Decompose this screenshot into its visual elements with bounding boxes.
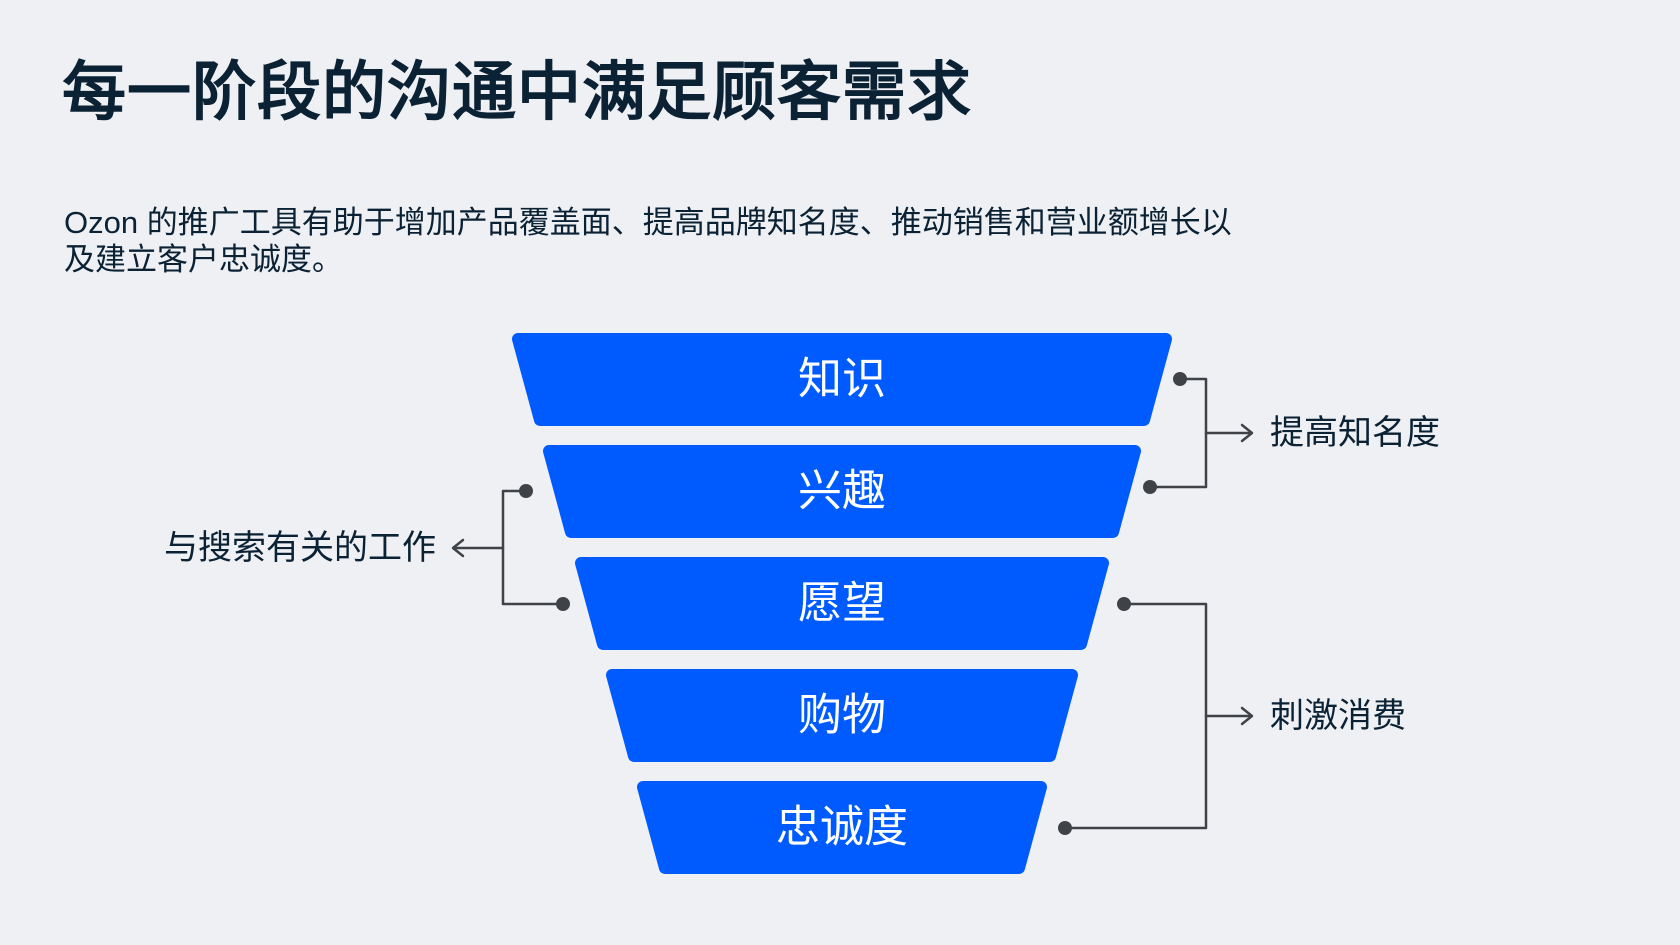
funnel-label-desire: 愿望 — [798, 579, 886, 628]
right-bottom-bracket-dot-bottom — [1058, 821, 1072, 835]
left-bracket-dot-top — [519, 484, 533, 498]
right-bottom-arrowhead-icon — [1240, 706, 1254, 726]
funnel-level-loyalty — [637, 781, 1047, 874]
right-top-bracket-line — [1148, 377, 1208, 489]
funnel-label-knowledge: 知识 — [798, 355, 886, 404]
funnel-label-interest: 兴趣 — [798, 467, 886, 516]
funnel-level-purchase — [606, 669, 1078, 762]
right-top-arrowhead-icon — [1240, 423, 1254, 443]
funnel-level-knowledge — [512, 333, 1172, 426]
funnel-level-interest — [543, 445, 1141, 538]
left-bracket-line — [501, 489, 565, 606]
right-top-bracket-dot-top — [1173, 372, 1187, 386]
funnel-label-loyalty: 忠诚度 — [776, 803, 908, 852]
right-top-bracket-dot-bottom — [1143, 480, 1157, 494]
slide-subtitle: Ozon 的推广工具有助于增加产品覆盖面、提高品牌知名度、推动销售和营业额增长以… — [64, 204, 1232, 278]
slide-title: 每一阶段的沟通中满足顾客需求 — [62, 56, 972, 128]
funnel-level-desire — [575, 557, 1109, 650]
funnel-label-purchase: 购物 — [798, 691, 886, 740]
annotation-left-label: 与搜索有关的工作 — [164, 529, 436, 567]
right-bottom-bracket-dot-top — [1117, 597, 1131, 611]
slide-subtitle-line-1: Ozon 的推广工具有助于增加产品覆盖面、提高品牌知名度、推动销售和营业额增长以 — [64, 205, 1232, 240]
left-bracket-dot-bottom — [556, 597, 570, 611]
slide-subtitle-line-2: 及建立客户忠诚度。 — [64, 242, 343, 277]
annotation-right-bottom-label: 刺激消费 — [1270, 697, 1406, 735]
annotation-right-top-label: 提高知名度 — [1270, 414, 1440, 452]
left-arrowhead-icon — [451, 538, 465, 558]
